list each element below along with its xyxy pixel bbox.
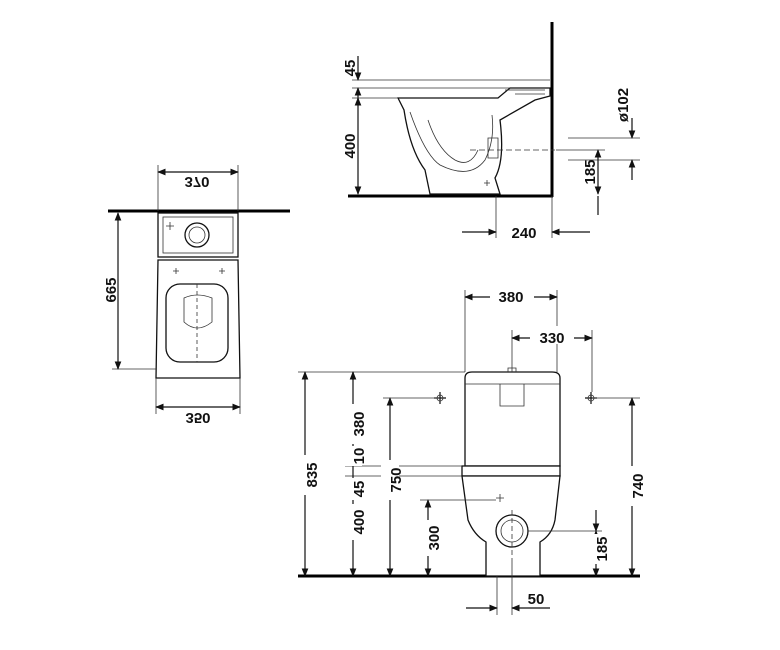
dim-front-inlet-height: 300 bbox=[426, 525, 443, 550]
dim-front-fixing-height-left: 750 bbox=[388, 467, 405, 492]
front-view: 380 330 835 380 10 45 400 750 bbox=[296, 285, 647, 615]
dim-side-outlet-height: 185 bbox=[582, 159, 599, 184]
dim-front-overall-height: 835 bbox=[304, 462, 321, 487]
dim-front-total-width: 380 bbox=[498, 289, 523, 306]
dim-front-half-width: 330 bbox=[539, 330, 564, 347]
dim-front-cistern-height: 380 bbox=[351, 411, 368, 436]
side-view: 45 400 ø102 185 240 bbox=[342, 22, 640, 242]
side-bowl-profile bbox=[396, 87, 551, 195]
dim-plan-bottom-width: 350 bbox=[185, 409, 210, 426]
flush-button bbox=[184, 222, 210, 248]
dim-side-seat-gap: 45 bbox=[342, 60, 359, 77]
front-cistern bbox=[464, 371, 561, 467]
dim-front-fixing-height-right: 740 bbox=[630, 473, 647, 498]
dim-front-gap-small: 10 bbox=[351, 448, 368, 465]
plan-view: 370 350 665 bbox=[103, 165, 290, 426]
dim-side-seat-height: 400 bbox=[342, 133, 359, 158]
dim-side-wall-to-outlet: 240 bbox=[511, 225, 536, 242]
front-seat bbox=[461, 465, 561, 477]
dim-front-offset: 50 bbox=[528, 591, 545, 608]
dim-plan-depth: 665 bbox=[103, 277, 120, 302]
dim-front-outlet-height: 185 bbox=[594, 536, 611, 561]
dim-front-seat-thickness: 45 bbox=[351, 481, 368, 498]
dim-plan-top-width: 370 bbox=[184, 173, 209, 190]
dim-side-pipe-diameter: ø102 bbox=[615, 88, 632, 122]
dim-front-bowl-height: 400 bbox=[351, 509, 368, 534]
